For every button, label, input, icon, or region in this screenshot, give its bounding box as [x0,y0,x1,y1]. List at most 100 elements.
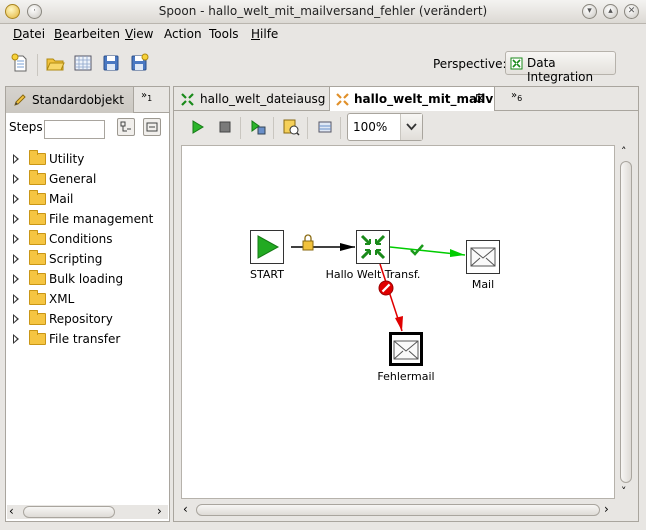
zoom-value: 100% [353,120,388,134]
tree-item-xml[interactable]: XML [6,289,169,309]
menu-hilfe[interactable]: Hilfe [251,27,279,41]
folder-icon [29,210,46,225]
canvas-vertical-scrollbar[interactable]: ˄ ˅ [618,145,634,499]
tab-hallo-welt-dateiausg[interactable]: hallo_welt_dateiausg [174,87,330,111]
arrowhead [395,316,403,331]
toolbar-separator [240,117,241,139]
minimize-button[interactable]: ▾ [582,4,597,19]
folder-icon [29,250,46,265]
tab-standardobjekt[interactable]: Standardobjekt [6,87,134,113]
scrollbar-thumb[interactable] [23,506,115,518]
menu-tools[interactable]: Tools [209,27,239,41]
folder-icon [29,150,46,165]
expand-arrow-icon[interactable] [13,234,19,244]
expand-arrow-icon[interactable] [13,274,19,284]
tree-item-mail[interactable]: Mail [6,189,169,209]
folder-icon [29,230,46,245]
save-icon[interactable] [101,53,121,73]
editor-tabstrip: hallo_welt_dateiausg hallo_welt_mit_mail… [174,87,638,111]
job-canvas[interactable]: START Hallo Welt Transf. Mail Fehlermail [181,145,615,499]
node-label-start: START [250,268,284,281]
lock-icon [302,234,314,251]
hops-layer [291,234,466,332]
design-panel: Standardobjekt »1 Steps Utility General … [5,86,170,522]
menu-action[interactable]: Action [164,27,202,41]
more-tabs-button[interactable]: »1 [141,90,153,103]
failure-stop-icon [378,280,394,296]
check-job-icon[interactable] [282,118,300,136]
editor-panel: hallo_welt_dateiausg hallo_welt_mit_mail… [173,86,639,522]
node-label-mail: Mail [471,278,495,291]
tree-item-scripting[interactable]: Scripting [6,249,169,269]
scroll-down-icon[interactable]: ˅ [621,485,627,498]
expand-arrow-icon[interactable] [13,194,19,204]
zoom-select[interactable]: 100% [347,113,423,141]
tree-item-file-transfer[interactable]: File transfer [6,329,169,349]
tree-item-repository[interactable]: Repository [6,309,169,329]
tab-hallo-welt-mit-mailv[interactable]: hallo_welt_mit_mailv ⊠ [330,87,495,111]
canvas-horizontal-scrollbar[interactable]: ‹ › [181,502,615,517]
node-fehlermail[interactable] [389,332,423,366]
scroll-left-icon[interactable]: ‹ [9,504,14,518]
tree-item-general[interactable]: General [6,169,169,189]
expand-tree-icon [120,121,131,132]
scroll-left-icon[interactable]: ‹ [183,502,188,516]
save-as-icon[interactable] [129,53,149,73]
explore-repository-icon[interactable] [73,53,93,73]
tree-item-utility[interactable]: Utility [6,149,169,169]
steps-label: Steps [9,120,43,134]
new-file-icon[interactable] [10,53,30,73]
collapse-all-button[interactable] [143,118,161,136]
tree-item-conditions[interactable]: Conditions [6,229,169,249]
menu-bar: Datei Bearbeiten View Action Tools Hilfe [0,25,646,45]
transformation-icon [360,234,386,260]
more-editor-tabs-button[interactable]: »6 [511,90,523,103]
perspective-button[interactable]: Data Integration [505,51,616,84]
perspective-value: Data Integration [527,56,594,84]
expand-all-button[interactable] [117,118,135,136]
close-tab-icon[interactable]: ⊠ [475,91,486,105]
expand-arrow-icon[interactable] [13,154,19,164]
node-transform[interactable] [356,230,390,264]
menu-view[interactable]: View [125,27,154,41]
expand-arrow-icon[interactable] [13,334,19,344]
folder-icon [29,310,46,325]
menu-datei[interactable]: Datei [13,27,46,41]
menu-bearbeiten[interactable]: Bearbeiten [54,27,120,41]
run-icon[interactable] [189,119,205,135]
success-check-icon [410,244,424,256]
expand-arrow-icon[interactable] [13,314,19,324]
node-start[interactable] [250,230,284,264]
scroll-right-icon[interactable]: › [157,504,162,518]
stop-icon[interactable] [217,119,233,135]
expand-arrow-icon[interactable] [13,174,19,184]
canvas-toolbar: 100% [174,112,638,144]
window-menu-button[interactable]: ⋅ [27,4,42,19]
sql-icon[interactable] [317,119,333,135]
node-mail[interactable] [466,240,500,274]
replay-icon[interactable] [248,118,266,136]
zoom-dropdown-button[interactable] [400,114,422,140]
scrollbar-thumb[interactable] [196,504,600,516]
toolbar-separator [273,117,274,139]
steps-search-input[interactable] [44,120,105,139]
toolbar-separator [340,117,341,139]
open-folder-icon[interactable] [45,53,65,73]
arrowhead [450,249,465,257]
folder-icon [29,270,46,285]
perspective-label: Perspective: [433,57,507,71]
node-label-transform: Hallo Welt Transf. [325,268,421,281]
scroll-up-icon[interactable]: ˄ [621,145,627,158]
left-horizontal-scrollbar[interactable]: ‹ › [7,504,168,519]
job-icon [336,93,349,106]
expand-arrow-icon[interactable] [13,294,19,304]
maximize-button[interactable]: ▴ [603,4,618,19]
expand-arrow-icon[interactable] [13,214,19,224]
tree-item-file-management[interactable]: File management [6,209,169,229]
chevron-down-icon [406,123,417,131]
scroll-right-icon[interactable]: › [604,502,609,516]
scrollbar-thumb[interactable] [620,161,632,483]
close-button[interactable]: ✕ [624,4,639,19]
tree-item-bulk-loading[interactable]: Bulk loading [6,269,169,289]
expand-arrow-icon[interactable] [13,254,19,264]
